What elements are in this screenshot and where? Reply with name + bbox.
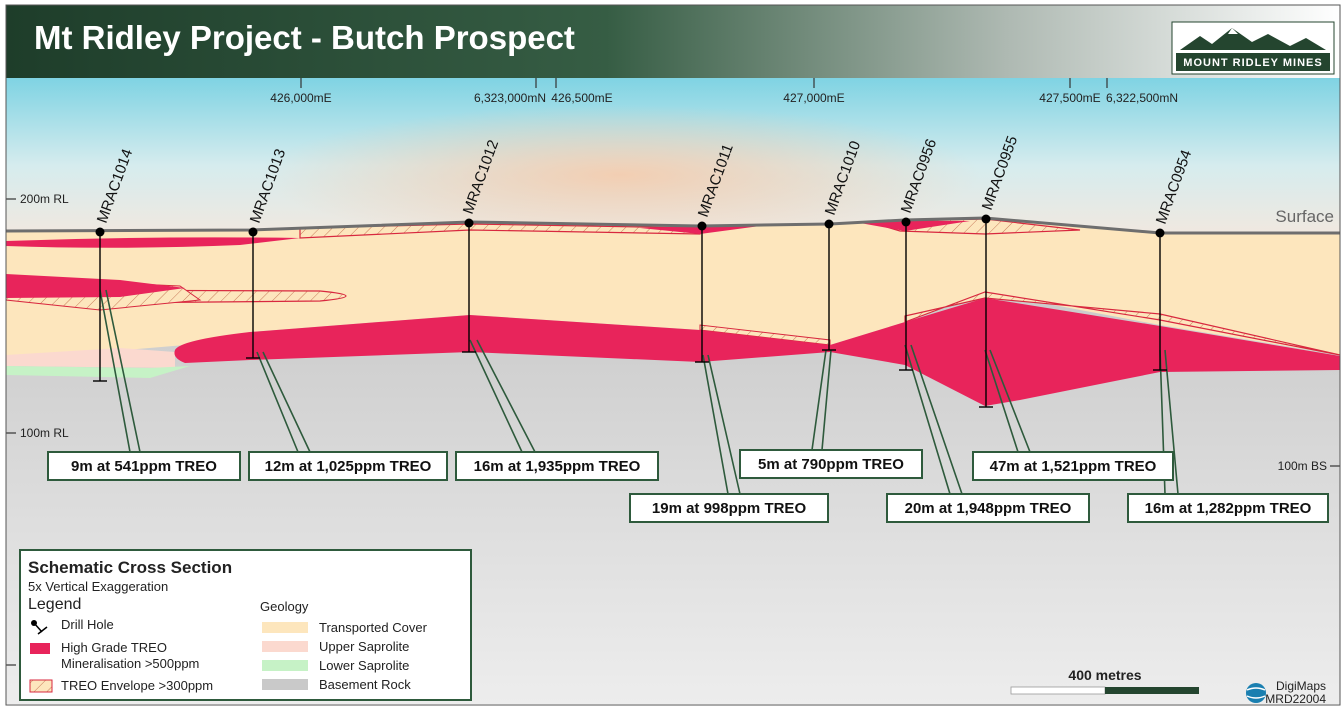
lower-saprolite-swatch <box>262 660 308 671</box>
coord-label: 6,322,500mN <box>1106 91 1178 105</box>
header-bar <box>6 5 1340 78</box>
intercept-labels: 9m at 541ppm TREO 12m at 1,025ppm TREO 1… <box>47 449 1329 523</box>
digimaps-globe-icon <box>1246 683 1266 703</box>
high-grade-mineralisation <box>860 221 970 231</box>
high-grade-swatch <box>30 643 50 654</box>
drill-hole-icon <box>31 620 48 635</box>
legend-subtitle: 5x Vertical Exaggeration <box>28 579 168 594</box>
coord-label: 426,500mE <box>551 91 612 105</box>
legend-drill-hole: Drill Hole <box>61 617 114 632</box>
legend-geology-item: Upper Saprolite <box>319 639 409 654</box>
legend-geology-item: Lower Saprolite <box>319 658 409 673</box>
intercept-label: 20m at 1,948ppm TREO <box>905 500 1072 517</box>
cover-swatch <box>262 622 308 633</box>
high-grade-mineralisation <box>6 237 300 248</box>
rl-label: 100m BS <box>1278 459 1327 473</box>
legend-heading: Legend <box>28 596 81 613</box>
legend: Schematic Cross Section 5x Vertical Exag… <box>19 549 472 701</box>
rl-label: 100m RL <box>20 426 69 440</box>
scale-label: 400 metres <box>1068 667 1141 683</box>
rl-label: 200m RL <box>20 192 69 206</box>
credit-name: DigiMaps <box>1276 679 1326 693</box>
coord-label: 427,000mE <box>783 91 844 105</box>
basement-swatch <box>262 679 308 690</box>
coord-label: 426,000mE <box>270 91 331 105</box>
legend-geology-heading: Geology <box>260 599 309 614</box>
lower-saprolite <box>6 366 190 378</box>
intercept-label: 19m at 998ppm TREO <box>652 500 807 517</box>
legend-title: Schematic Cross Section <box>28 558 232 577</box>
intercept-label: 12m at 1,025ppm TREO <box>265 458 432 475</box>
page-title: Mt Ridley Project - Butch Prospect <box>34 19 575 56</box>
high-grade-mineralisation <box>174 298 1340 406</box>
coord-label: 427,500mE <box>1039 91 1100 105</box>
legend-high-grade-line2: Mineralisation >500ppm <box>61 656 199 671</box>
legend-geology-item: Basement Rock <box>319 677 411 692</box>
frame <box>5 4 1341 706</box>
legend-high-grade-line1: High Grade TREO <box>61 640 167 655</box>
intercept-label: 9m at 541ppm TREO <box>71 458 217 475</box>
upper-saprolite-swatch <box>262 641 308 652</box>
legend-geology-item: Transported Cover <box>319 620 428 635</box>
collar-markers <box>95 214 1165 238</box>
intercept-label: 16m at 1,935ppm TREO <box>474 458 641 475</box>
coordinate-ticks <box>300 78 1108 88</box>
intercept-label: 16m at 1,282ppm TREO <box>1145 500 1312 517</box>
envelope-swatch <box>29 679 53 693</box>
logo-text: MOUNT RIDLEY MINES <box>1183 57 1322 69</box>
surface-label: Surface <box>1275 207 1334 226</box>
sky-glow <box>260 105 980 245</box>
upper-saprolite <box>6 348 175 368</box>
drill-holes <box>93 219 1167 408</box>
treo-envelope <box>904 291 1341 356</box>
scale-bar: 400 metres <box>1010 667 1199 695</box>
legend-envelope: TREO Envelope >300ppm <box>61 678 213 693</box>
intercept-label: 47m at 1,521ppm TREO <box>990 458 1157 475</box>
company-logo: MOUNT RIDLEY MINES <box>1171 21 1335 75</box>
transported-cover <box>6 218 1340 360</box>
credit-code: MRD22004 <box>1265 692 1326 706</box>
treo-envelope <box>699 324 831 346</box>
digimaps-credit: DigiMaps MRD22004 <box>1246 679 1326 706</box>
coord-label: 6,323,000mN <box>474 91 546 105</box>
intercept-label: 5m at 790ppm TREO <box>758 456 904 473</box>
high-grade-mineralisation <box>6 274 185 298</box>
